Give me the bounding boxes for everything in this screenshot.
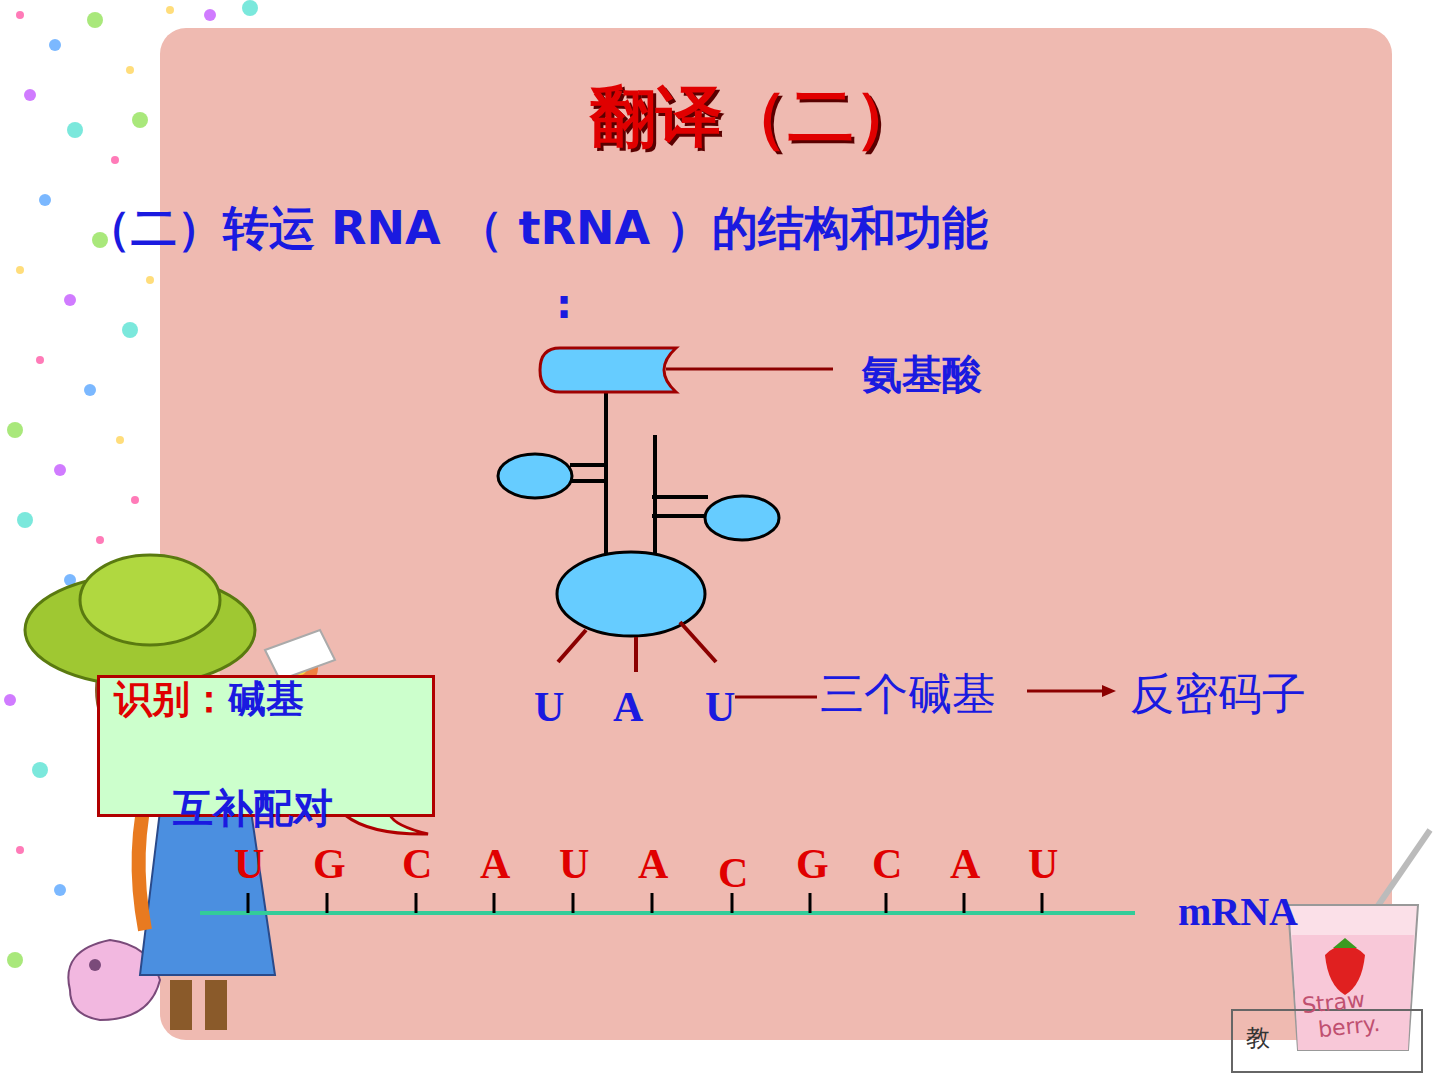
mrna-base: C xyxy=(872,843,902,885)
callout-text: 互补配对 xyxy=(173,788,333,828)
arrow xyxy=(1027,685,1116,697)
confetti-dot xyxy=(16,266,24,274)
callout-box: 识别：碱基互补配对 xyxy=(97,675,435,817)
confetti-dot xyxy=(49,39,61,51)
callout-text: 碱基 xyxy=(228,677,304,721)
anticodon-base: A xyxy=(613,686,643,728)
mrna-base: A xyxy=(950,843,980,885)
mrna-base: C xyxy=(718,852,748,894)
base-tick xyxy=(247,893,250,913)
callout-keyword: 识别： xyxy=(114,677,228,721)
confetti-dot xyxy=(54,884,66,896)
confetti-dot xyxy=(39,194,51,206)
confetti-dot xyxy=(7,952,23,968)
confetti-dot xyxy=(67,122,83,138)
confetti-dot xyxy=(131,496,139,504)
confetti-dot xyxy=(84,384,96,396)
base-tick xyxy=(963,893,966,913)
base-tick xyxy=(493,893,496,913)
confetti-dot xyxy=(116,436,124,444)
mrna-base: U xyxy=(559,843,589,885)
subtitle: （二）转运 RNA （ tRNA ）的结构和功能 xyxy=(85,205,988,251)
base-tick xyxy=(885,893,888,913)
base-tick xyxy=(731,893,734,913)
base-tick xyxy=(326,893,329,913)
mrna-strand xyxy=(200,893,1135,913)
cup-text: berry. xyxy=(1317,1013,1381,1041)
confetti-dot xyxy=(166,6,174,14)
girl-illustration xyxy=(25,555,335,1030)
confetti-dot xyxy=(96,536,104,544)
cup-text: Straw xyxy=(1301,989,1366,1017)
base-tick xyxy=(572,893,575,913)
callout-row: 识别：碱基 xyxy=(114,680,304,718)
confetti-dot xyxy=(16,846,24,854)
leader-line xyxy=(735,696,817,699)
mrna-base: G xyxy=(313,843,346,885)
confetti-dot xyxy=(36,356,44,364)
mrna-base: G xyxy=(796,843,829,885)
part-label: 氨基酸 xyxy=(862,354,982,394)
base-tick xyxy=(651,893,654,913)
mrna-base: A xyxy=(480,843,510,885)
watermark: 教 xyxy=(1246,1026,1270,1050)
mrna-base: U xyxy=(1028,843,1058,885)
confetti-dot xyxy=(242,0,258,16)
anticodon-base: U xyxy=(534,686,564,728)
slide-title: 翻译（二） xyxy=(405,84,1105,150)
strand-label: mRNA xyxy=(1178,892,1298,932)
base-tick xyxy=(415,893,418,913)
confetti-dot xyxy=(146,276,154,284)
base-tick xyxy=(809,893,812,913)
strawberry-cup xyxy=(1232,830,1430,1072)
confetti-dot xyxy=(24,89,36,101)
mrna-base: C xyxy=(402,843,432,885)
confetti-dot xyxy=(17,512,33,528)
confetti-dot xyxy=(64,294,76,306)
confetti-dot xyxy=(87,12,103,28)
confetti-dot xyxy=(4,694,16,706)
confetti-dot xyxy=(111,156,119,164)
pink-panel xyxy=(160,28,1392,1040)
mrna-base: U xyxy=(234,843,264,885)
colon-mark: : xyxy=(556,284,572,324)
confetti-dot xyxy=(54,464,66,476)
part-label: 反密码子 xyxy=(1130,672,1306,716)
confetti-dot xyxy=(7,422,23,438)
confetti-dot xyxy=(204,9,216,21)
confetti-dot xyxy=(16,11,24,19)
confetti-dot xyxy=(122,322,138,338)
anticodon-base: U xyxy=(705,686,735,728)
callout-tail xyxy=(345,815,428,834)
confetti-dot xyxy=(132,112,148,128)
trna-structure xyxy=(498,348,779,672)
part-label: 三个碱基 xyxy=(820,672,996,716)
confetti-dot xyxy=(32,762,48,778)
mrna-base: A xyxy=(638,843,668,885)
confetti-dot xyxy=(126,66,134,74)
leader-line xyxy=(666,368,833,371)
base-tick xyxy=(1041,893,1044,913)
